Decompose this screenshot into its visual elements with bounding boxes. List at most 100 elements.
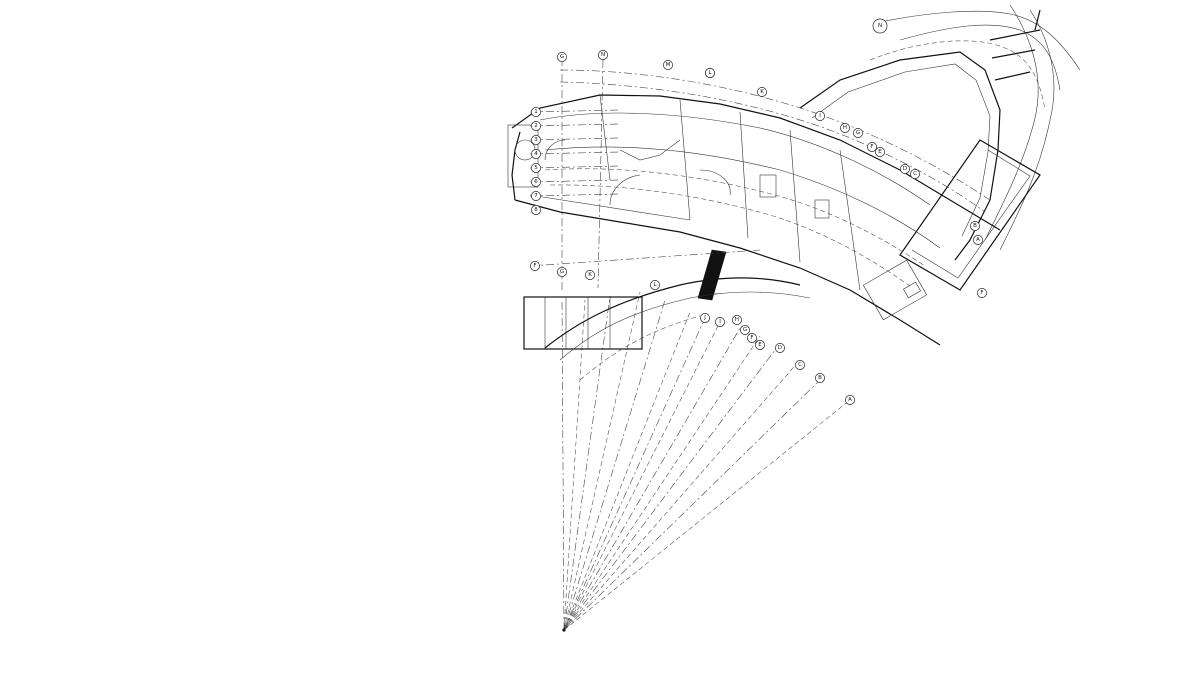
grid-bubble-label: 3 xyxy=(534,137,538,143)
grid-bubble-circle xyxy=(775,343,785,353)
grid-bubble-label: F xyxy=(870,144,873,150)
grid-bubble: C xyxy=(910,169,920,179)
grid-bubble-label: 5 xyxy=(534,165,538,171)
fan-line xyxy=(563,399,851,631)
grid-bubble: L xyxy=(705,68,715,78)
grid-bubble-circle xyxy=(900,164,910,174)
grid-bubble: 6 xyxy=(531,177,541,187)
grid-bubble: K xyxy=(757,87,767,97)
grid-bubble-label: L xyxy=(653,282,657,288)
radial-setting-out-lines xyxy=(561,291,851,631)
grid-bubble-circle xyxy=(845,395,855,405)
grid-bubble-circle xyxy=(970,221,980,231)
grid-bubble: I xyxy=(715,317,725,327)
level-markers xyxy=(989,9,1041,81)
grid-bubble: J xyxy=(700,313,710,323)
grid-bubble-label: A xyxy=(848,397,852,403)
grid-bubble-label: 4 xyxy=(534,151,538,157)
grid-bubble-circle xyxy=(757,87,767,97)
parking-wing xyxy=(523,277,811,381)
grid-bubble-circle xyxy=(700,313,710,323)
fan-line xyxy=(563,291,641,631)
grid-bubble-label: J xyxy=(703,315,706,321)
grid-bubble-circle xyxy=(531,121,541,131)
grid-bubble: G xyxy=(557,267,567,277)
building-footprint xyxy=(507,94,1001,346)
grid-bubble-circle xyxy=(650,280,660,290)
grid-bubble-circle xyxy=(795,360,805,370)
grid-bubbles: GNLMLKIHGFEDCBA12345678FGKLJIHGFEDCBAF xyxy=(530,50,987,405)
grid-bubble-circle xyxy=(557,52,567,62)
grid-bubble: I xyxy=(815,111,825,121)
grid-bubble-label: K xyxy=(760,89,764,95)
fan-line xyxy=(563,345,779,631)
grid-bubble: H xyxy=(840,123,850,133)
grid-bubble: M xyxy=(663,60,673,70)
site-boundary xyxy=(799,51,1041,291)
grid-bubble-circle xyxy=(815,373,825,383)
grid-bubble-circle xyxy=(715,317,725,327)
grid-bubble-circle xyxy=(705,68,715,78)
fan-line xyxy=(563,379,821,631)
grid-bubble: D xyxy=(775,343,785,353)
grid-bubble: F xyxy=(530,261,540,271)
grid-bubble-label: I xyxy=(719,319,721,325)
grid-bubble: F xyxy=(977,288,987,298)
fan-line xyxy=(563,311,691,631)
grid-bubble-circle xyxy=(557,267,567,277)
grid-bubble: 4 xyxy=(531,149,541,159)
grid-bubble-circle xyxy=(531,107,541,117)
grid-bubble-label: 1 xyxy=(534,109,538,115)
grid-bubble-label: H xyxy=(735,317,739,323)
grid-bubble: 1 xyxy=(531,107,541,117)
grid-bubble-label: A xyxy=(976,237,980,243)
grid-bubble-circle xyxy=(732,315,742,325)
grid-bubble-label: M xyxy=(666,62,671,68)
grid-bubble-label: 2 xyxy=(534,123,538,129)
grid-bubble-label: D xyxy=(903,166,907,172)
grid-bubble-label: D xyxy=(778,345,782,351)
grid-bubble-circle xyxy=(755,340,765,350)
grid-bubble-circle xyxy=(973,235,983,245)
grid-bubble-label: K xyxy=(588,272,592,278)
grid-bubble: B xyxy=(815,373,825,383)
grid-bubble-circle xyxy=(585,270,595,280)
grid-bubble: C xyxy=(795,360,805,370)
grid-bubble-label: G xyxy=(856,130,860,136)
grid-bubble-circle xyxy=(867,142,877,152)
grid-bubble-circle xyxy=(531,205,541,215)
north-arrow-icon: N xyxy=(872,18,888,34)
fan-line xyxy=(563,317,706,631)
grid-bubble: 8 xyxy=(531,205,541,215)
grid-bubble: G xyxy=(853,128,863,138)
grid-bubble-circle xyxy=(531,191,541,201)
fan-line xyxy=(563,359,801,631)
grid-bubble-label: L xyxy=(708,70,712,76)
fan-line xyxy=(563,321,721,631)
grid-bubble: F xyxy=(867,142,877,152)
grid-bubble: 7 xyxy=(531,191,541,201)
fan-line xyxy=(563,299,586,631)
grid-bubble-circle xyxy=(531,177,541,187)
grid-bubble-circle xyxy=(910,169,920,179)
grid-bubble: F xyxy=(747,333,757,343)
grid-bubble: D xyxy=(900,164,910,174)
structural-grid xyxy=(529,58,991,290)
site-contours xyxy=(869,4,1081,251)
fan-origin-point xyxy=(562,628,566,632)
grid-bubble-circle xyxy=(530,261,540,271)
grid-bubble-label: C xyxy=(798,362,802,368)
grid-bubble-label: F xyxy=(980,290,983,296)
grid-bubble-label: B xyxy=(818,375,822,381)
grid-bubble: E xyxy=(755,340,765,350)
grid-bubble: A xyxy=(973,235,983,245)
fan-line xyxy=(563,299,666,631)
grid-bubble-circle xyxy=(598,50,608,60)
grid-bubble: A xyxy=(845,395,855,405)
grid-bubble-circle xyxy=(977,288,987,298)
grid-bubble-label: H xyxy=(843,125,847,131)
grid-bubble-label: F xyxy=(533,263,536,269)
grid-bubble-circle xyxy=(815,111,825,121)
grid-bubble: G xyxy=(557,52,567,62)
